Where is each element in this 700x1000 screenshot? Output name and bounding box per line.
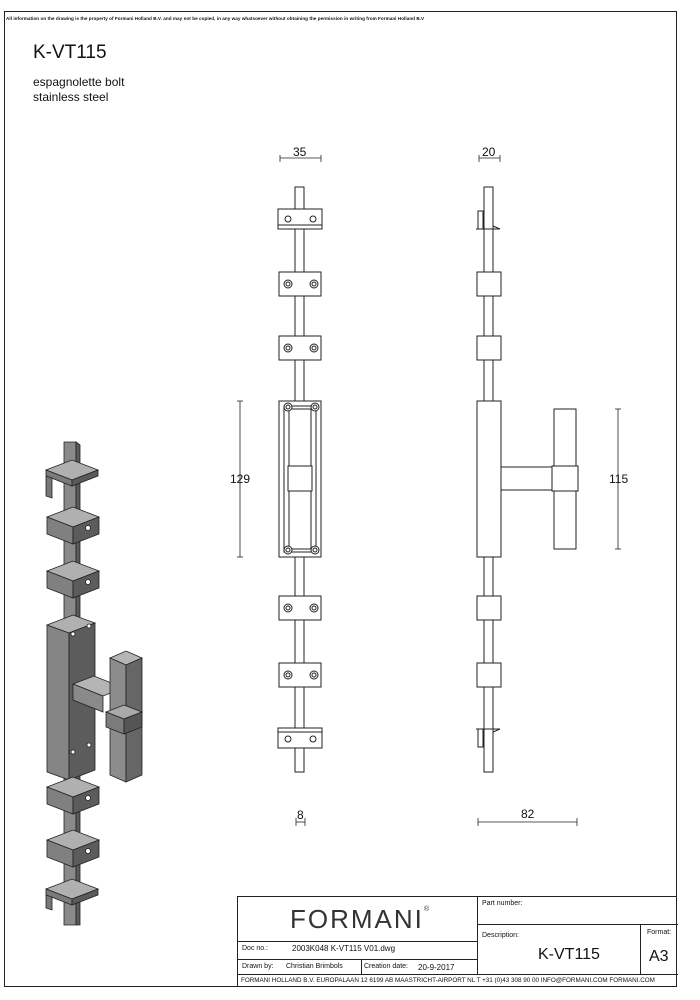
product-description-line1: espagnolette bolt [33,75,125,89]
copyright-notice: All information on the drawing is the pr… [6,16,425,21]
product-description-line2: stainless steel [33,90,109,104]
dimension-rod-width: 8 [297,808,304,822]
isometric-render [44,441,144,926]
part-number-label: Part number: [482,900,523,907]
dimension-lines [237,155,621,826]
creation-date-label: Creation date: [364,963,408,970]
product-code-title: K-VT115 [33,42,107,63]
formani-logo: FORMANI® [290,904,430,934]
company-footer: FORMANI HOLLAND B.V. EUROPALAAN 12 6199 … [241,977,655,984]
format-value: A3 [649,948,669,965]
format-label: Format: [647,929,672,936]
dimension-front-width: 35 [293,145,307,159]
doc-no-label: Doc no.: [242,945,269,952]
dimension-side-height: 115 [609,472,629,486]
creation-date-value: 20-9-2017 [418,963,455,972]
drawn-by-label: Drawn by: [242,963,274,970]
doc-no-value: 2003K048 K-VT115 V01.dwg [292,944,396,953]
drawing-frame [4,11,677,987]
title-block: FORMANI® Part number: Description: K-VT1… [237,896,678,987]
front-view [277,186,323,773]
dimension-side-width: 20 [482,145,496,159]
drawn-by-value: Christian Brimbols [286,963,343,970]
side-view [476,186,579,773]
dimension-handle-depth: 82 [521,807,535,821]
description-value: K-VT115 [538,946,600,963]
description-label: Description: [482,932,519,939]
dimension-front-height: 129 [230,472,251,486]
